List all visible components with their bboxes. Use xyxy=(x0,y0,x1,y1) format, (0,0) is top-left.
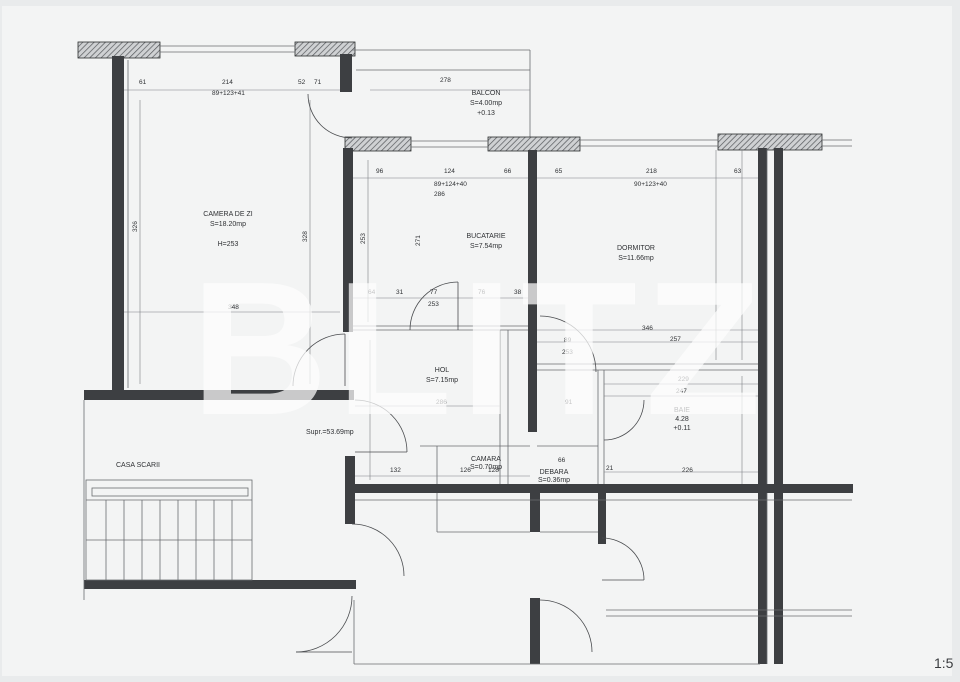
room-living-area: S=18.20mp xyxy=(210,221,246,228)
room-hall-name: HOL xyxy=(435,367,450,374)
dim-label: 271 xyxy=(415,235,422,246)
door-entrance xyxy=(354,399,408,453)
dim-label: 326 xyxy=(132,221,139,232)
doors xyxy=(292,93,645,653)
dim-label: 89+124+40 xyxy=(434,181,467,188)
dim-label: 38 xyxy=(514,289,522,296)
staircase xyxy=(85,479,253,581)
dim-label: 76 xyxy=(478,289,486,296)
room-labels: CAMERA DE ZI S=18.20mp H=253 BALCON S=4.… xyxy=(116,90,691,484)
walls xyxy=(77,41,853,665)
dim-label: 278 xyxy=(440,77,451,84)
dim-label: 128 xyxy=(488,467,499,474)
door-balcony xyxy=(307,93,353,139)
dimension-lines xyxy=(124,89,758,484)
room-bedroom-name: DORMITOR xyxy=(617,245,655,252)
room-closet-area: S=0.36mp xyxy=(538,477,570,484)
dim-label: 77 xyxy=(430,289,438,296)
room-hall-area: S=7.15mp xyxy=(426,377,458,384)
room-pantry-area: S=0.70mp xyxy=(470,464,502,471)
watermark-logo: BLITZ xyxy=(191,243,769,455)
door-living xyxy=(292,333,346,387)
dim-label: 91 xyxy=(565,399,573,406)
dim-label: 253 xyxy=(428,301,439,308)
dim-label: 286 xyxy=(434,191,445,198)
dim-label: 21 xyxy=(606,465,614,472)
room-bath-area: 4.28 xyxy=(675,416,689,423)
room-kitchen-area: S=7.54mp xyxy=(470,243,502,250)
dim-label: 31 xyxy=(396,289,404,296)
room-bath-level: +0.11 xyxy=(673,425,690,432)
door-lower-1 xyxy=(351,523,405,577)
scale-label: 1:5 xyxy=(934,655,954,671)
door-lower-4 xyxy=(539,599,593,653)
dim-label: 90+123+40 xyxy=(634,181,667,188)
room-balcony-area: S=4.00mp xyxy=(470,100,502,107)
dim-label: 66 xyxy=(558,457,566,464)
dim-label: 346 xyxy=(642,325,653,332)
room-closet-name: DEBARA xyxy=(540,469,569,476)
dim-label: 253 xyxy=(562,349,573,356)
dim-label: 286 xyxy=(436,399,447,406)
room-pantry-name: CAMARA xyxy=(471,456,501,463)
door-kitchen xyxy=(409,281,459,331)
dim-label: 124 xyxy=(444,168,455,175)
dim-label: 253 xyxy=(360,233,367,244)
door-bedroom xyxy=(539,315,597,373)
dimension-labels: 61 214 89+123+41 52 71 278 96 124 66 89+… xyxy=(132,77,742,474)
parapet-left xyxy=(77,41,161,59)
dim-label: 126 xyxy=(460,467,471,474)
dim-label: 71 xyxy=(314,79,322,86)
dim-label: 89 xyxy=(564,337,572,344)
room-stairwell-name: CASA SCARII xyxy=(116,462,160,469)
dim-label: 61 xyxy=(139,79,147,86)
dim-label: 63 xyxy=(734,168,742,175)
dim-label: 214 xyxy=(222,79,233,86)
parapet-mid xyxy=(294,41,356,57)
dim-label: 89+123+41 xyxy=(212,90,245,97)
dim-label: 65 xyxy=(555,168,563,175)
dim-label: 226 xyxy=(682,467,693,474)
dim-label: 218 xyxy=(646,168,657,175)
dim-label: 348 xyxy=(228,304,239,311)
room-balcony-name: BALCON xyxy=(472,90,501,97)
dim-label: 96 xyxy=(376,168,384,175)
room-balcony-level: +0.13 xyxy=(477,110,495,117)
dim-label: 257 xyxy=(670,336,681,343)
dim-label: 328 xyxy=(302,231,309,242)
dim-label: 247 xyxy=(676,388,687,395)
dim-label: 52 xyxy=(298,79,306,86)
room-bath-name: BAIE xyxy=(674,407,690,414)
dim-label: 66 xyxy=(504,168,512,175)
dim-label: 64 xyxy=(368,289,376,296)
door-bathroom xyxy=(603,399,645,441)
total-area-label: Supr.=53.69mp xyxy=(306,429,354,436)
room-living-height: H=253 xyxy=(218,241,239,248)
room-bedroom-area: S=11.66mp xyxy=(618,255,654,262)
room-living-name: CAMERA DE ZI xyxy=(203,211,252,218)
door-lower-3 xyxy=(601,537,645,581)
door-lower-2 xyxy=(295,595,353,653)
room-kitchen-name: BUCATARIE xyxy=(466,233,505,240)
dim-label: 229 xyxy=(678,376,689,383)
dim-label: 132 xyxy=(390,467,401,474)
